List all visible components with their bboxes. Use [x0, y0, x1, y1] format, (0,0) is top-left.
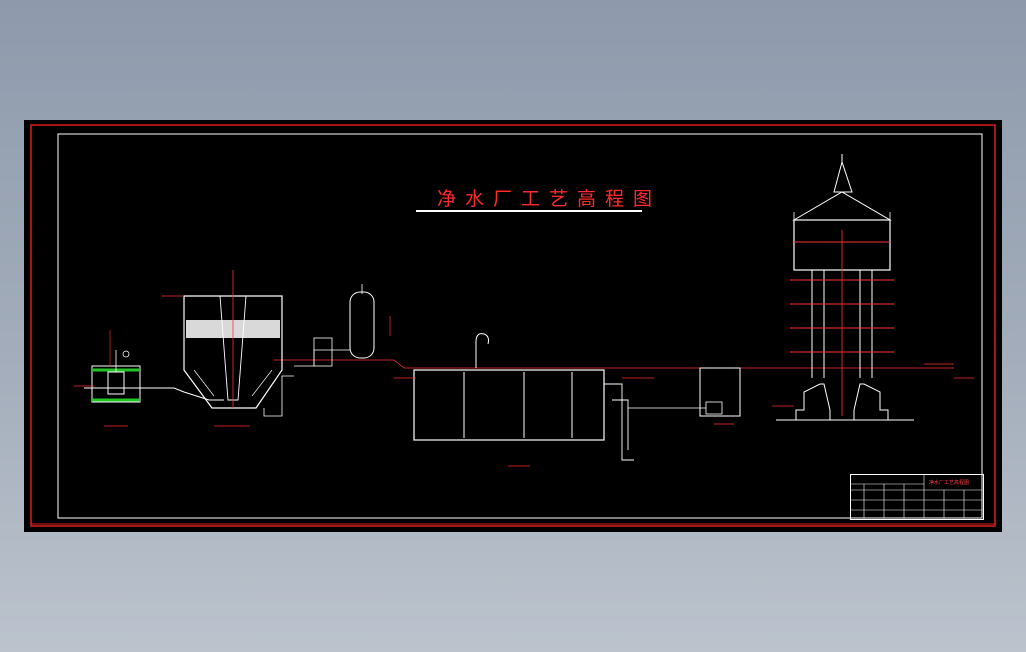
title-underline [416, 210, 642, 212]
main-pipeline [84, 387, 224, 401]
title-block: 净水厂工艺高程图 [850, 474, 984, 520]
water-tower [776, 154, 974, 421]
outer-frame [30, 124, 996, 527]
pressure-vessel [294, 284, 391, 367]
title-block-grid [850, 474, 982, 518]
drawing-canvas [30, 124, 996, 527]
drawing-title: 净水厂工艺高程图 [436, 188, 661, 210]
intake-well [74, 330, 141, 427]
clarifier-tank [162, 270, 294, 427]
cad-drawing-viewport[interactable]: 净水厂工艺高程图 净水厂工艺高程图 [24, 120, 1002, 532]
clear-water-pump [628, 367, 794, 425]
title-block-drawing-name: 净水厂工艺高程图 [929, 480, 970, 486]
filter-tank [394, 333, 654, 467]
ground-line [274, 359, 954, 369]
inner-frame [57, 133, 983, 519]
